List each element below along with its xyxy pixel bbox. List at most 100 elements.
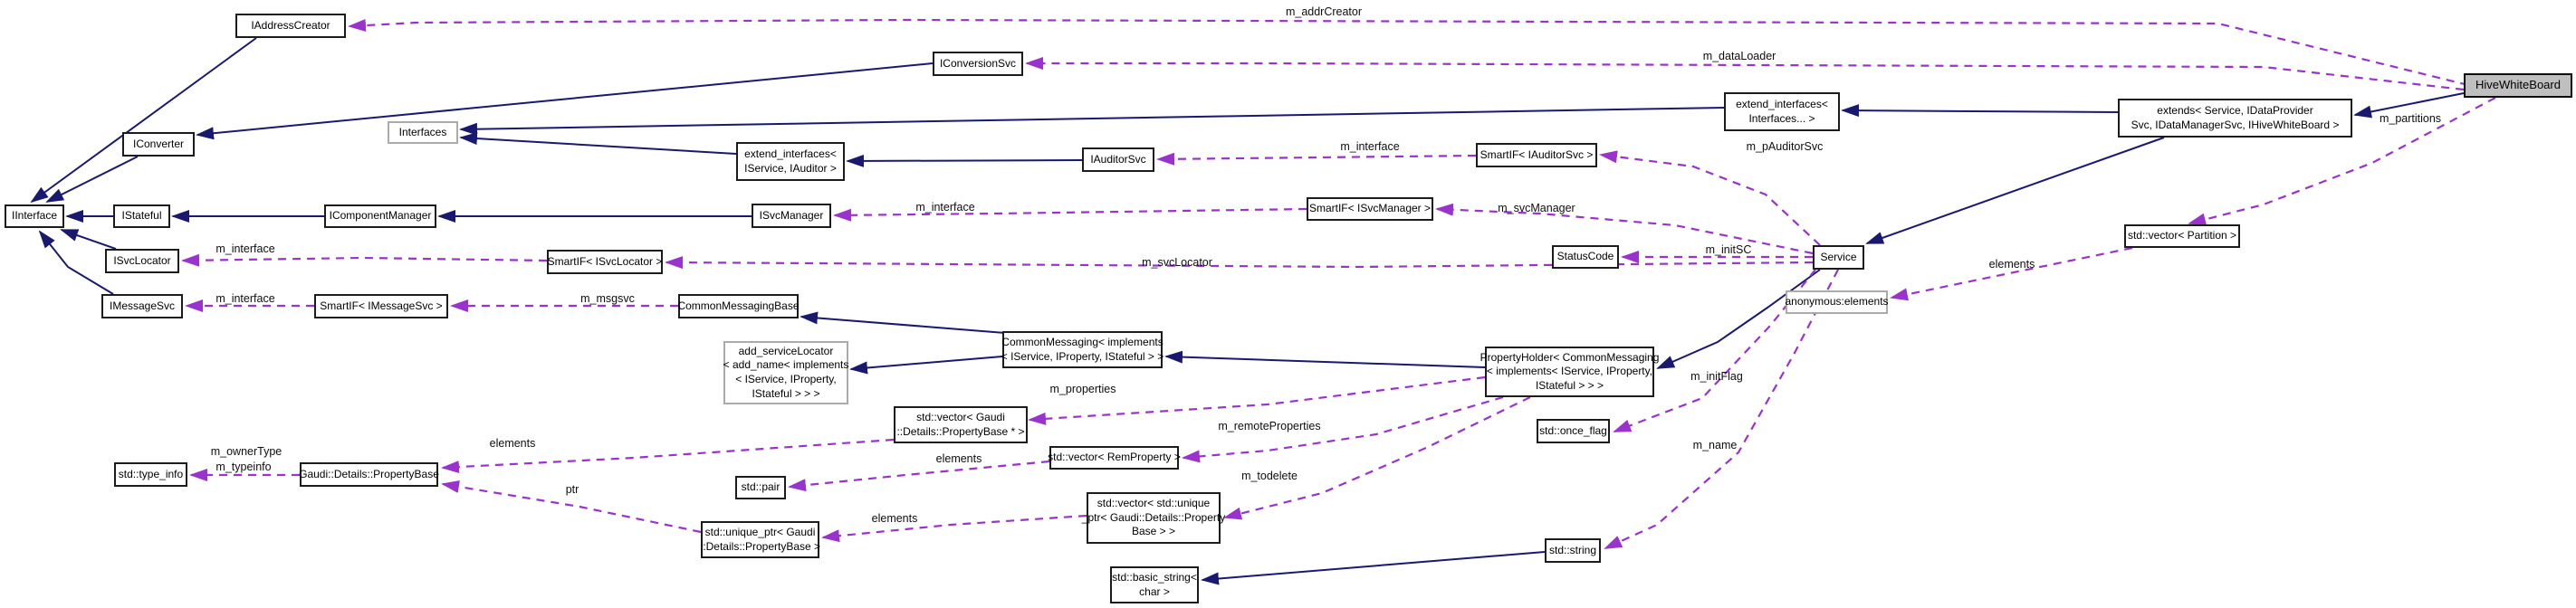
node-label-line: char > (1139, 584, 1170, 598)
node-label-line: std::once_flag (1539, 423, 1607, 437)
node-istateful[interactable]: IStateful (113, 204, 170, 228)
edge-inherit-13 (1865, 137, 2165, 244)
node-std-string[interactable]: std::string (1545, 538, 1601, 563)
node-statuscode[interactable]: StatusCode (1552, 245, 1619, 269)
edge-use-24 (1435, 203, 1814, 255)
node-smartif-iauditorsvc[interactable]: SmartIF< IAuditorSvc > (1476, 143, 1597, 167)
node-icomponentmanager[interactable]: IComponentManager (324, 204, 436, 228)
edge-use-40 (441, 480, 702, 534)
node-anonymous-elements[interactable]: anonymous:elements (1785, 290, 1889, 314)
edge-use-31 (1890, 246, 2133, 301)
edge-use-28 (181, 253, 548, 267)
node-propertyholder[interactable]: PropertyHolder< CommonMessaging< impleme… (1480, 347, 1659, 397)
edge-label-m_partitions: m_partitions (2379, 112, 2442, 125)
node-std-unique-ptr[interactable]: std::unique_ptr< Gaudi::Details::Propert… (700, 521, 820, 558)
edge-label-m_svcLocator: m_svcLocator (1142, 256, 1212, 269)
node-label-line: Svc, IDataManagerSvc, IHiveWhiteBoard > (2131, 118, 2340, 131)
node-std-type-info[interactable]: std::type_info (114, 462, 187, 487)
edge-label-m_name: m_name (1692, 439, 1738, 451)
node-std-once-flag[interactable]: std::once_flag (1537, 419, 1610, 443)
node-label-line: < IService, IProperty, IStateful > > (1001, 349, 1164, 363)
node-label-line: IConverter (132, 137, 185, 150)
edge-label-m_ownerType: m_ownerType (210, 445, 282, 458)
edge-label-elements: elements (1988, 258, 2035, 271)
node-label-line: std::vector< Partition > (2127, 229, 2237, 242)
edge-label-m_todelete: m_todelete (1241, 470, 1298, 482)
edge-use-37 (788, 460, 1050, 492)
node-label-line: Interfaces (398, 125, 447, 138)
edge-use-35 (1182, 395, 1504, 463)
node-label-line: anonymous:elements (1785, 295, 1889, 309)
node-hivewhiteboard[interactable]: HiveWhiteBoard (2464, 73, 2572, 98)
node-label-line: HiveWhiteBoard (2475, 78, 2561, 92)
node-label-line: ISvcManager (759, 208, 824, 222)
edge-use-21 (2188, 97, 2496, 226)
node-std-pair[interactable]: std::pair (735, 476, 786, 499)
node-std-vector-unique-ptr[interactable]: std::vector< std::unique_ptr< Gaudi::Det… (1082, 492, 1225, 544)
edge-use-36 (1223, 396, 1531, 520)
edge-inherit-1 (196, 62, 934, 140)
edge-inherit-8 (846, 154, 1083, 167)
node-std-vector-propertybase-ptr[interactable]: std::vector< Gaudi::Details::PropertyBas… (894, 406, 1028, 443)
node-interfaces[interactable]: Interfaces (388, 121, 458, 144)
node-label-line: Interfaces... > (1748, 111, 1815, 125)
node-label-line: < implements< IService, IProperty, (1486, 365, 1653, 378)
edge-label-m_interface: m_interface (1340, 140, 1400, 153)
node-gaudi-details-propertybase[interactable]: Gaudi::Details::PropertyBase (299, 462, 439, 487)
node-label-line: IInterface (11, 209, 58, 223)
node-commonmessaging[interactable]: CommonMessaging< implements< IService, I… (1001, 331, 1164, 368)
edge-inherit-0 (30, 37, 257, 204)
edge-inherit-10 (459, 107, 1725, 136)
node-extend-interfaces-iservice-iauditor[interactable]: extend_interfaces<IService, IAuditor > (736, 142, 845, 181)
node-iconversionsvc[interactable]: IConversionSvc (933, 52, 1023, 76)
edge-use-19 (348, 18, 2469, 87)
node-label-line: SmartIF< IAuditorSvc > (1480, 147, 1594, 161)
node-label-line: CommonMessagingBase (677, 299, 800, 312)
node-iauditorsvc[interactable]: IAuditorSvc (1082, 147, 1154, 172)
edge-label-m_addrCreator: m_addrCreator (1285, 5, 1363, 18)
edge-label-elements: elements (489, 437, 536, 450)
node-std-vector-partition[interactable]: std::vector< Partition > (2124, 224, 2240, 248)
node-imessagesvc[interactable]: IMessageSvc (101, 294, 183, 318)
node-label-line: SmartIF< ISvcLocator > (547, 254, 663, 268)
node-smartif-imessagesvc[interactable]: SmartIF< IMessageSvc > (314, 294, 448, 318)
node-label-line: std::unique_ptr< Gaudi (704, 525, 816, 538)
node-isvcmanager[interactable]: ISvcManager (752, 204, 831, 228)
edge-label-ptr: ptr (565, 483, 579, 496)
node-isvclocator[interactable]: ISvcLocator (105, 249, 179, 273)
edge-use-27 (665, 256, 1814, 270)
node-std-vector-remproperty[interactable]: std::vector< RemProperty > (1048, 446, 1181, 470)
edge-inherit-17 (1164, 350, 1486, 368)
node-iinterface[interactable]: IInterface (5, 204, 64, 228)
edge-inherit-6 (60, 229, 117, 250)
node-extend-interfaces-interfaces[interactable]: extend_interfaces<Interfaces... > (1724, 92, 1840, 131)
node-label-line: std::type_info (118, 467, 184, 480)
node-label-line: IStateful > > > (752, 386, 820, 400)
node-smartif-isvcmanager[interactable]: SmartIF< ISvcManager > (1307, 197, 1433, 221)
node-smartif-isvclocator[interactable]: SmartIF< ISvcLocator > (547, 250, 663, 274)
node-label-line: < add_name< implements (723, 358, 849, 372)
edge-label-m_typeinfo: m_typeinfo (215, 461, 272, 473)
node-commonmessagingbase[interactable]: CommonMessagingBase (677, 294, 800, 318)
node-label-line: IComponentManager (329, 209, 432, 223)
node-add-servicelocator[interactable]: add_serviceLocator< add_name< implements… (723, 341, 848, 404)
node-label-line: ::Details::PropertyBase * > (896, 424, 1025, 438)
node-label-line: CommonMessaging< implements (1001, 335, 1164, 348)
node-label-line: add_serviceLocator (738, 344, 834, 357)
node-iaddresscreator[interactable]: IAddressCreator (235, 14, 346, 38)
edge-use-38 (821, 514, 1087, 543)
node-iconverter[interactable]: IConverter (122, 132, 195, 157)
node-service[interactable]: Service (1813, 245, 1864, 270)
edge-label-m_remoteProperties: m_remoteProperties (1218, 420, 1321, 432)
node-label-line: Gaudi::Details::PropertyBase (299, 467, 439, 480)
node-std-basic-string[interactable]: std::basic_string<char > (1110, 566, 1199, 603)
edge-label-m_dataLoader: m_dataLoader (1702, 50, 1776, 62)
node-label-line: Service (1820, 250, 1857, 263)
edge-label-elements: elements (935, 452, 982, 465)
edge-label-elements: elements (871, 512, 918, 525)
edge-inherit-11 (1841, 104, 2119, 118)
edge-label-m_svcManager: m_svcManager (1498, 202, 1575, 214)
